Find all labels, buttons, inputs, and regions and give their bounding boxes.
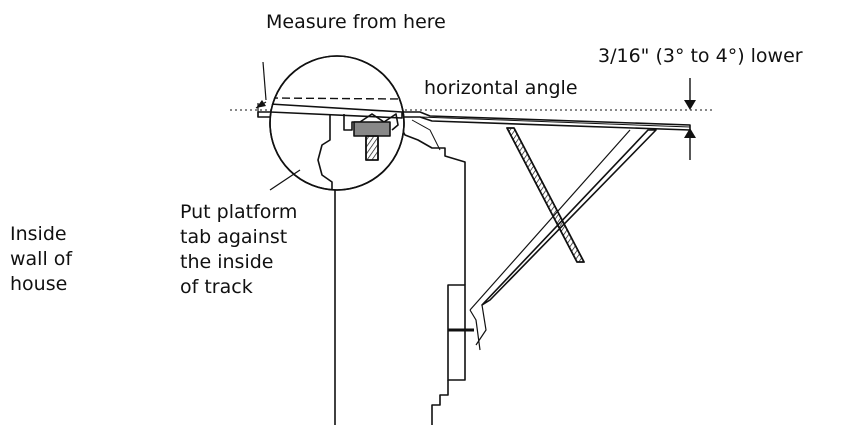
platform <box>257 111 691 131</box>
horizontal-angle-label: horizontal angle <box>424 77 578 99</box>
platform-note-line: tab against <box>180 226 288 248</box>
bracket-arm <box>469 129 657 351</box>
house-note-label: Inside wall of house <box>10 222 72 297</box>
measure-pointer <box>255 61 267 117</box>
house-note-line: house <box>10 273 68 295</box>
platform-note-line: the inside <box>180 251 274 273</box>
platform-note-line: of track <box>180 276 253 298</box>
offset-arrows <box>684 78 696 160</box>
track-profile <box>397 119 474 425</box>
detail-magnifier <box>269 55 405 191</box>
platform-note-line: Put platform <box>180 201 298 223</box>
house-note-line: wall of <box>10 248 73 270</box>
offset-note-label: 3/16" (3° to 4°) lower <box>598 45 803 67</box>
threaded-rod <box>506 127 585 263</box>
platform-note-label: Put platform tab against the inside of t… <box>180 200 297 300</box>
house-note-line: Inside <box>10 223 67 245</box>
measure-from-here-label: Measure from here <box>266 11 446 33</box>
